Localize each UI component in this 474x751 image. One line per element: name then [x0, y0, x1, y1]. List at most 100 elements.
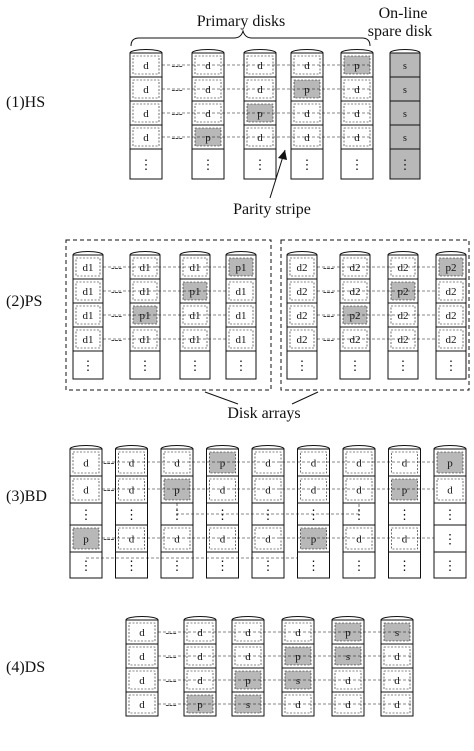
disk-block: [243, 148, 277, 180]
block-label: d1: [83, 310, 94, 322]
block-label: d: [83, 485, 89, 497]
bd-section: dd⋮p⋮dd⋮d⋮dp⋮d⋮pd⋮d⋮dd⋮d⋮dd⋮p⋮dd⋮d⋮dp⋮d⋮…: [69, 445, 467, 579]
disk-array-2-box: [280, 239, 470, 391]
block-inner: [118, 527, 145, 550]
block-label: d1: [236, 310, 247, 322]
ellipsis-label: ---: [172, 84, 183, 96]
block-label: d: [345, 675, 351, 687]
block-inner: [132, 103, 160, 123]
parity-stripe-label: Parity stripe: [233, 201, 311, 218]
disk-block: [191, 148, 225, 180]
disk-block: [72, 350, 104, 380]
block-label: p: [83, 534, 89, 546]
vdots-label: ⋮: [140, 157, 153, 172]
block-inner: [72, 527, 100, 550]
block-label: d1: [236, 286, 247, 298]
block-label: d: [257, 84, 263, 96]
block-label: d: [304, 132, 310, 144]
block-label: d2: [297, 310, 308, 322]
block-inner: [75, 281, 101, 301]
block-inner: [132, 55, 160, 75]
vdots-label: ⋮: [262, 507, 275, 522]
block-label: d: [394, 675, 400, 687]
block-inner: [438, 281, 464, 301]
vdots-label: ⋮: [171, 558, 184, 573]
block-label: d: [394, 699, 400, 711]
online-spare-label-line1: On-line: [379, 5, 428, 22]
bd-stripe-connector: [176, 503, 360, 515]
block-inner: [163, 478, 191, 501]
block-label: p: [174, 485, 180, 497]
ellipsis-label: ---: [323, 334, 334, 346]
block-inner: [228, 329, 254, 349]
vdots-label: ⋮: [399, 157, 412, 172]
disk-block: [433, 551, 467, 579]
block-inner: [254, 527, 282, 550]
vdots-label: ⋮: [216, 507, 229, 522]
block-label: p: [447, 458, 453, 470]
vdots-label: ⋮: [444, 558, 457, 573]
ellipsis-label: ---: [172, 60, 183, 72]
block-inner: [209, 478, 236, 501]
disk-arrays-pointer-right: [291, 391, 319, 405]
block-label: d: [83, 458, 89, 470]
vdots-label: ⋮: [189, 358, 202, 373]
block-label: p1: [236, 262, 247, 274]
block-label: d: [129, 534, 135, 546]
disk-block: [435, 350, 467, 380]
vdots-label: ⋮: [444, 532, 457, 547]
block-label: d: [129, 458, 135, 470]
section-label-ds: (4)DS: [6, 659, 45, 676]
block-label: d: [304, 60, 310, 72]
block-inner: [75, 329, 101, 349]
vdots-label: ⋮: [351, 157, 364, 172]
ellipsis-label: ---: [323, 310, 334, 322]
section-label-ps: (2)PS: [6, 293, 42, 310]
block-inner: [128, 670, 156, 690]
vdots-label: ⋮: [202, 157, 215, 172]
disk-block: [115, 551, 148, 579]
disk-block: [179, 350, 211, 380]
block-label: d: [139, 675, 145, 687]
block-inner: [128, 646, 156, 666]
block-label: d: [356, 534, 362, 546]
block-label: d: [245, 651, 251, 663]
primary-disks-label: Primary disks: [197, 13, 285, 30]
block-label: d1: [140, 334, 151, 346]
disk-arrays-label: Disk arrays: [227, 405, 300, 422]
vdots-label: ⋮: [235, 358, 248, 373]
ellipsis-label: ---: [103, 533, 114, 545]
block-label: d1: [190, 262, 201, 274]
disk-block: [69, 551, 103, 579]
block-label: d: [295, 627, 301, 639]
block-label: p: [345, 627, 351, 639]
disk-block: [251, 551, 285, 579]
block-label: d: [304, 108, 310, 120]
block-label: p1: [190, 286, 201, 298]
block-label: s: [296, 675, 300, 687]
parity-stripe-arrowhead: [278, 150, 287, 160]
block-inner: [438, 305, 464, 325]
block-inner: [300, 478, 327, 501]
spare-block: [389, 100, 421, 126]
ps-section: d1d1d1d1⋮d1d1p1d1⋮d1p1d1d1⋮p1d1d1d1⋮----…: [65, 239, 470, 405]
block-label: d: [197, 651, 203, 663]
block-inner: [75, 257, 101, 277]
vdots-label: ⋮: [82, 358, 95, 373]
block-inner: [118, 451, 145, 474]
block-label: d: [295, 699, 301, 711]
block-label: d: [143, 132, 149, 144]
block-label: d2: [350, 334, 361, 346]
ellipsis-label: ---: [166, 627, 177, 639]
vdots-label: ⋮: [353, 507, 366, 522]
block-label: d1: [83, 286, 94, 298]
block-inner: [391, 451, 418, 474]
disk-block: [129, 350, 161, 380]
block-label: d2: [446, 286, 457, 298]
block-label: d: [311, 458, 317, 470]
online-spare-label-line2: spare disk: [368, 23, 432, 40]
block-label: p: [220, 458, 226, 470]
block-label: p: [402, 485, 408, 497]
block-label: d1: [140, 262, 151, 274]
block-label: d: [311, 485, 317, 497]
